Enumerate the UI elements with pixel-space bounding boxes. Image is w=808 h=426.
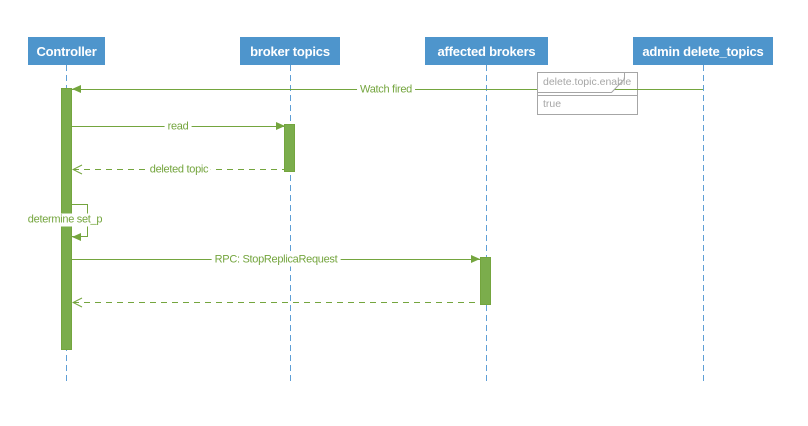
note-folded-tab <box>537 72 625 93</box>
message-label-watch-fired: Watch fired <box>357 83 415 97</box>
lifeline-broker-topics <box>290 65 291 382</box>
actor-admin-delete-topics-label: admin delete_topics <box>642 43 764 59</box>
open-arrowhead-icon <box>72 297 83 308</box>
filled-arrowhead-icon <box>471 255 480 263</box>
activation-bar-broker-topics <box>284 124 295 172</box>
filled-arrowhead-icon <box>72 233 81 241</box>
open-arrowhead-icon <box>72 164 83 175</box>
note-title: delete.topic.enable <box>543 76 632 88</box>
actor-controller: Controller <box>28 37 105 65</box>
actor-controller-label: Controller <box>36 43 97 59</box>
activation-bar-affected-brokers <box>480 257 491 305</box>
actor-affected-brokers-label: affected brokers <box>437 43 536 59</box>
lifeline-admin-delete-topics <box>703 65 704 382</box>
actor-broker-topics: broker topics <box>240 37 340 65</box>
actor-admin-delete-topics: admin delete_topics <box>633 37 773 65</box>
actor-affected-brokers: affected brokers <box>425 37 548 65</box>
message-label-determine-set-p: determine set_p <box>24 213 106 227</box>
filled-arrowhead-icon <box>72 85 81 93</box>
actor-broker-topics-label: broker topics <box>250 43 330 59</box>
note-value: true <box>543 98 562 110</box>
lifeline-affected-brokers <box>486 65 487 382</box>
note-divider <box>538 95 637 96</box>
message-label-rpc-stop-replica-request: RPC: StopReplicaRequest <box>211 253 341 267</box>
filled-arrowhead-icon <box>276 122 285 130</box>
message-label-read: read <box>164 120 192 134</box>
message-line-return-from-affected-brokers <box>73 302 480 303</box>
message-label-deleted-topic: deleted topic <box>146 163 212 177</box>
